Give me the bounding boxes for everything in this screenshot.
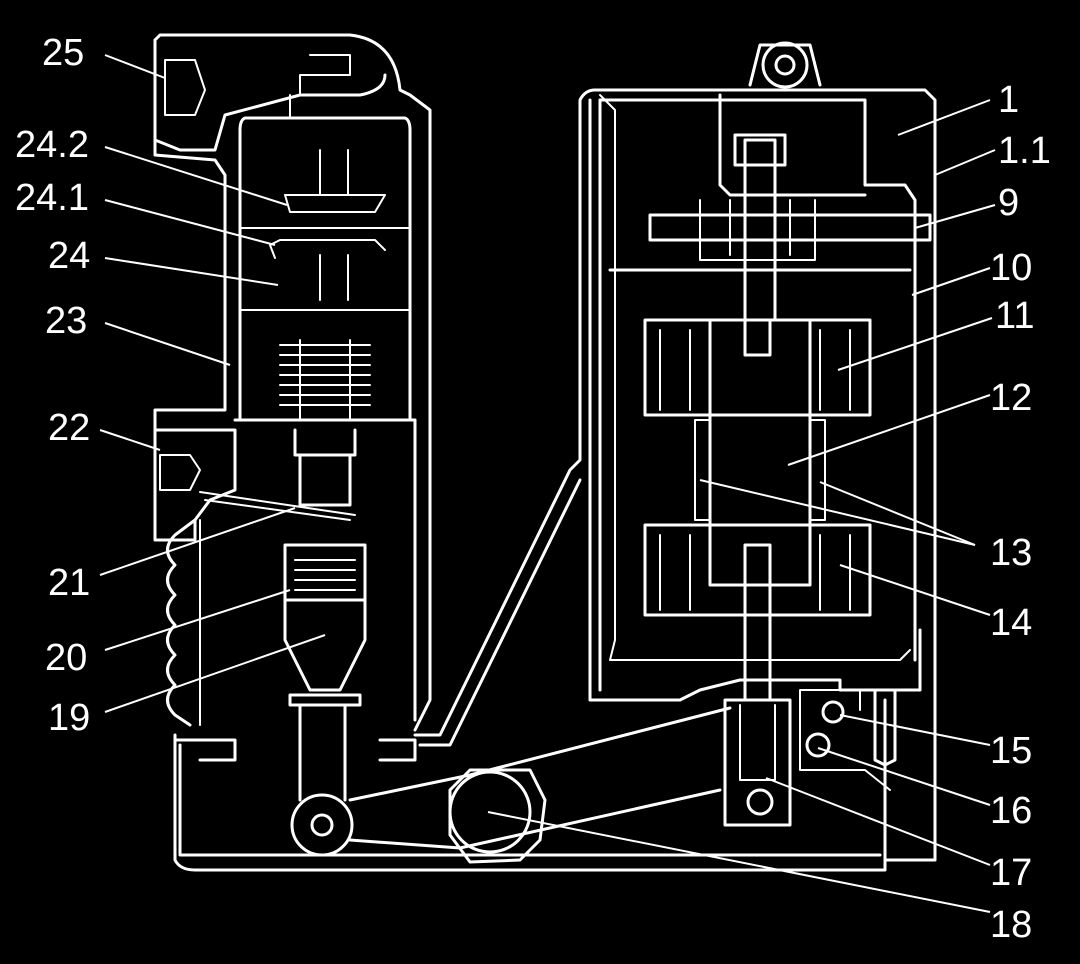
callout-22: 22: [48, 407, 90, 449]
callout-18: 18: [990, 904, 1032, 946]
callout-23: 23: [45, 300, 87, 342]
vacuum-interrupter: [238, 116, 412, 422]
drive-rod-assembly: [199, 428, 367, 857]
callout-24-1: 24.1: [15, 177, 89, 219]
callout-13: 13: [990, 532, 1032, 574]
insulating-bellows: [166, 518, 201, 727]
auxiliary-switch: [799, 688, 897, 791]
base-frame: [173, 88, 937, 872]
callout-20: 20: [45, 637, 87, 679]
callout-24-2: 24.2: [15, 124, 89, 166]
lower-terminal: [153, 138, 417, 722]
callout-17: 17: [990, 852, 1032, 894]
callout-24: 24: [48, 235, 90, 277]
mechanism-housing: [588, 41, 932, 702]
callout-1: 1: [998, 79, 1019, 121]
callout-15: 15: [990, 730, 1032, 772]
callout-19: 19: [48, 697, 90, 739]
callout-11: 11: [995, 295, 1034, 337]
magnetic-actuator: [643, 133, 872, 827]
callout-9: 9: [998, 182, 1019, 224]
operating-lever: [348, 706, 732, 864]
callout-12: 12: [990, 377, 1032, 419]
callout-25: 25: [42, 32, 84, 74]
upper-terminal: [153, 33, 432, 732]
callout-16: 16: [990, 790, 1032, 832]
leader-lines: [99, 54, 996, 913]
callout-21: 21: [48, 562, 90, 604]
callout-10: 10: [990, 247, 1032, 289]
callout-1-1: 1.1: [998, 130, 1051, 172]
callout-labels: 1 1.1 9 10 11 12 13 14 15 16 17 18 19 20…: [15, 32, 1051, 946]
callout-14: 14: [990, 602, 1032, 644]
